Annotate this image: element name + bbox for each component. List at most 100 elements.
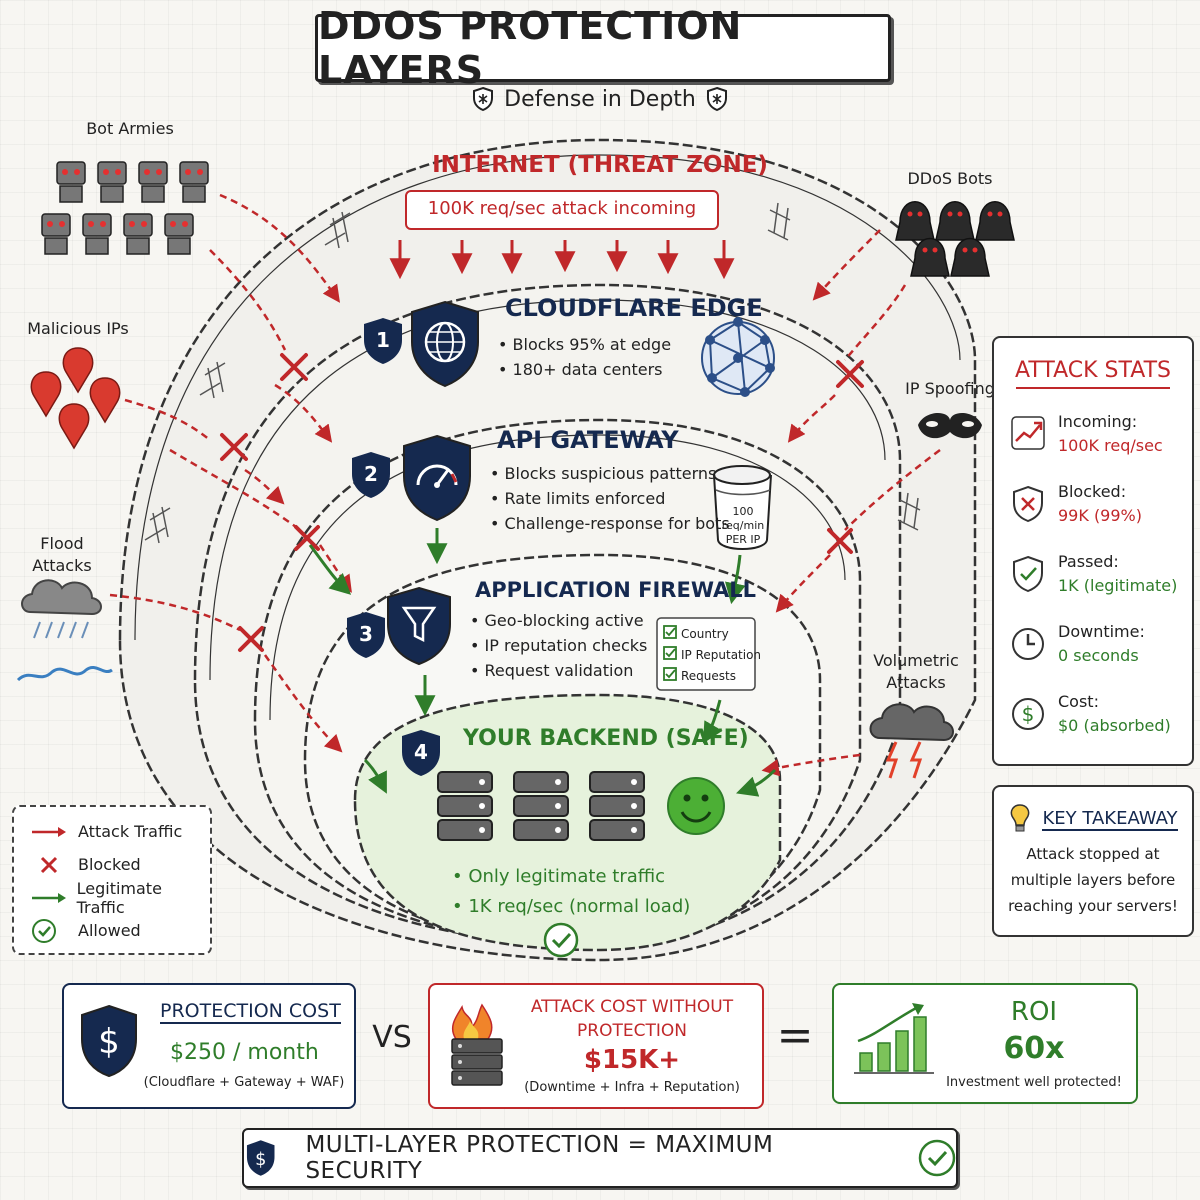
- green-check-circle-icon: [918, 1139, 955, 1177]
- lightbulb-icon: [1011, 804, 1030, 832]
- legitimate-traffic-arrows: [308, 528, 777, 797]
- stat-row: Passed:1K (legitimate): [994, 539, 1192, 609]
- attack-cost-title: ATTACK COST WITHOUT PROTECTION: [530, 997, 734, 1041]
- wall-sketch-marks: [144, 202, 921, 544]
- roi-title: ROI: [1010, 997, 1058, 1027]
- rate-limit-label: 100 req/min PER IP: [721, 505, 765, 546]
- layer-badge-1: [364, 318, 402, 364]
- stat-label: Blocked:: [1058, 482, 1127, 501]
- svg-text:$: $: [1022, 702, 1035, 726]
- stat-value: 0 seconds: [1058, 646, 1139, 665]
- legend-attack: Attack Traffic: [30, 815, 210, 848]
- backend-bullet-2: • 1K req/sec (normal load): [452, 896, 691, 917]
- shield-x-icon: [1013, 485, 1043, 523]
- filter-shield-icon: [387, 586, 451, 666]
- attack-callout-text: 100K req/sec attack incoming: [427, 198, 697, 219]
- protection-cost-amount: $250 / month: [170, 1040, 319, 1065]
- stat-text: Blocked: 99K (99%): [1058, 480, 1142, 528]
- layer-number-3: 3: [359, 622, 373, 646]
- stat-value: 1K (legitimate): [1058, 576, 1178, 595]
- stat-row: $ Cost: $0 (absorbed): [994, 679, 1192, 749]
- layer-badge-2: [352, 452, 390, 498]
- shield-snowflake-icon: [706, 86, 727, 112]
- clock-icon: [1012, 628, 1044, 660]
- ddos-bots-label: DDoS Bots: [907, 169, 993, 188]
- stat-text: Downtime: 0 seconds: [1058, 620, 1145, 668]
- trend-up-icon: [1011, 416, 1045, 450]
- red-arrow-icon: [32, 826, 66, 837]
- legend-allowed: Allowed: [30, 914, 210, 947]
- protection-cost-title: PROTECTION COST: [160, 1000, 341, 1024]
- storm-cloud-icon: [869, 703, 954, 779]
- vs-label: VS: [372, 1020, 412, 1055]
- speedometer-shield-icon: [403, 434, 471, 522]
- malicious-ip-pin-icons: [30, 347, 121, 450]
- attack-cost-note: (Downtime + Infra + Reputation): [524, 1080, 740, 1095]
- internet-layer-title: INTERNET (THREAT ZONE): [432, 152, 768, 178]
- page-title: DDOS PROTECTION LAYERS: [318, 4, 743, 92]
- backend-check-icon: [543, 922, 579, 958]
- backend-layer-title: YOUR BACKEND (SAFE): [463, 726, 749, 751]
- stat-label: Downtime:: [1058, 622, 1145, 641]
- key-takeaway-title: KEY TAKEAWAY: [1042, 807, 1178, 831]
- attack-cost-box: ATTACK COST WITHOUT PROTECTION $15K+ (Do…: [428, 983, 764, 1109]
- stat-text: Incoming: 100K req/sec: [1058, 410, 1163, 458]
- gateway-layer-title: API GATEWAY: [497, 426, 679, 454]
- mask-icon: [918, 413, 982, 439]
- dollar-shield-icon: $: [81, 1004, 137, 1078]
- globe-shield-icon: [411, 300, 479, 388]
- stat-value: $0 (absorbed): [1058, 716, 1171, 735]
- stat-text: Cost: $0 (absorbed): [1058, 690, 1171, 738]
- dollar-shield-icon: $: [246, 1140, 275, 1176]
- stat-text: Passed:1K (legitimate): [1058, 550, 1177, 598]
- svg-text:$: $: [98, 1022, 120, 1062]
- roi-box: ROI 60x Investment well protected!: [832, 983, 1138, 1104]
- hooded-hacker-icons: [895, 201, 1015, 277]
- attack-cost-amount: $15K+: [583, 1045, 681, 1075]
- shield-check-icon: [1013, 555, 1043, 593]
- bot-armies-icon: [41, 161, 209, 255]
- green-check-circle-icon: [32, 918, 56, 943]
- attack-traffic-arrows: [109, 193, 941, 777]
- stat-value: 99K (99%): [1058, 506, 1142, 525]
- shield-snowflake-icon: [473, 86, 494, 112]
- layer-number-4: 4: [414, 740, 428, 764]
- protection-cost-box: $ PROTECTION COST $250 / month (Cloudfla…: [62, 983, 356, 1109]
- smiley-icon: [667, 777, 725, 835]
- footer-text: MULTI-LAYER PROTECTION = MAXIMUM SECURIT…: [305, 1132, 774, 1184]
- page-subtitle: Defense in Depth: [504, 86, 696, 112]
- stat-row: Downtime: 0 seconds: [994, 609, 1192, 679]
- layer-number-2: 2: [364, 462, 378, 486]
- green-arrow-icon: [32, 892, 66, 903]
- legend-box: Attack Traffic Blocked Legitimate Traffi…: [12, 805, 212, 955]
- page-title-banner: DDOS PROTECTION LAYERS: [315, 4, 891, 92]
- firewall-layer-title: APPLICATION FIREWALL: [475, 578, 757, 602]
- network-globe-icon: [701, 317, 775, 397]
- red-x-icon: [40, 856, 58, 873]
- equals-label: =: [776, 1010, 814, 1061]
- stat-value: 100K req/sec: [1058, 436, 1163, 455]
- incoming-attack-arrows: [389, 240, 735, 280]
- protection-cost-note: (Cloudflare + Gateway + WAF): [143, 1075, 345, 1090]
- backend-bullets: • Only legitimate traffic • 1K req/sec (…: [452, 862, 690, 922]
- edge-bullets: Blocks 95% at edge 180+ data centers: [498, 332, 672, 382]
- stat-label: Incoming:: [1058, 412, 1138, 431]
- legend-blocked: Blocked: [30, 848, 210, 881]
- volumetric-attacks-label: Volumetric Attacks: [873, 651, 959, 692]
- stat-row: Incoming: 100K req/sec: [994, 399, 1192, 469]
- attack-stats-title: ATTACK STATS: [1014, 358, 1171, 383]
- backend-bullet-1: • Only legitimate traffic: [452, 866, 666, 887]
- server-stack-icons: [437, 771, 645, 841]
- rising-bar-chart-icon: [854, 1003, 934, 1074]
- attack-callout-box: [405, 190, 719, 230]
- layer-number-1: 1: [376, 328, 390, 352]
- firewall-checklist: Country IP Reputation Requests: [681, 627, 762, 683]
- malicious-ips-label: Malicious IPs: [27, 319, 129, 338]
- key-takeaway-panel: KEY TAKEAWAY Attack stopped at multiple …: [992, 785, 1194, 937]
- stat-label: Cost:: [1058, 692, 1099, 711]
- blocked-x-marks: [220, 353, 864, 652]
- firewall-bullets: Geo-blocking active IP reputation checks…: [470, 608, 648, 683]
